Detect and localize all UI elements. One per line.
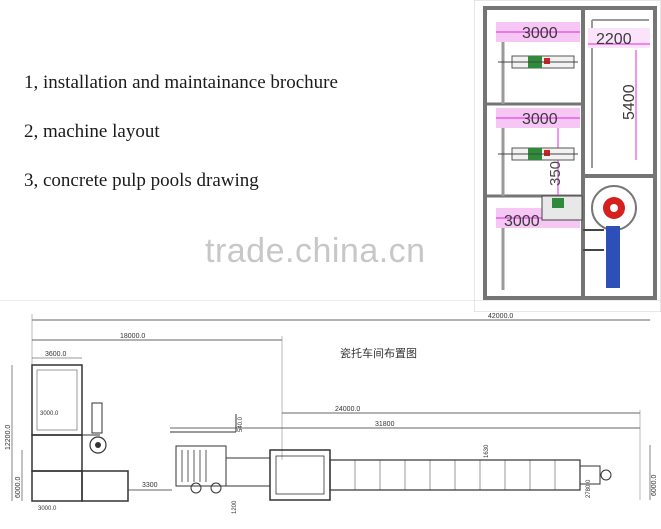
- dimension-label: 18000.0: [120, 333, 145, 340]
- vacuum-pump: [210, 482, 222, 494]
- burner-fan: [600, 469, 612, 481]
- list-item-brochure: 1, installation and maintainance brochur…: [24, 72, 338, 93]
- layout-title: 瓷托车间布置图: [340, 346, 417, 360]
- pool-block: [31, 434, 83, 472]
- dimension-label: 3000.0: [38, 506, 57, 512]
- burner: [579, 465, 601, 485]
- machine-unit-red: [544, 150, 550, 156]
- dimension-label: 540.0: [238, 416, 244, 432]
- dimension-label: 3000: [504, 213, 540, 230]
- dimension-label: 3600.0: [45, 351, 67, 358]
- dimension-label: 5400: [621, 84, 638, 120]
- pool-outer-wall: [483, 6, 657, 300]
- list-item-layout: 2, machine layout: [24, 121, 160, 142]
- machine-layout-drawing: 瓷托车间布置图 42000.0 18000.0 3600.0 3000.0 12…: [0, 300, 661, 514]
- blue-unit: [606, 226, 620, 288]
- dryer-frame: [269, 449, 331, 501]
- dimension-label: 2780.0: [586, 479, 592, 498]
- pump-wheel: [89, 436, 107, 454]
- watermark: trade.china.cn: [205, 232, 426, 270]
- dimension-band: [588, 28, 650, 48]
- pool-block: [31, 470, 83, 502]
- dimension-label: 3000: [522, 111, 558, 128]
- dimension-label: 31800: [375, 421, 395, 428]
- dimension-label: 1200: [232, 500, 238, 514]
- dimension-label: 3300: [142, 482, 158, 489]
- dimension-label: 6000.0: [15, 476, 22, 498]
- drying-line-segments: [354, 460, 556, 490]
- list-item-pools: 3, concrete pulp pools drawing: [24, 170, 259, 191]
- dimension-label: 2200: [596, 31, 632, 48]
- transfer-unit: [225, 457, 271, 487]
- vacuum-pump: [190, 482, 202, 494]
- dimension-label: 3000: [522, 25, 558, 42]
- dimension-label: 3500: [547, 153, 564, 186]
- pool-block: [36, 369, 78, 431]
- dimension-label: 24000.0: [335, 406, 360, 413]
- dimension-label: 1630: [484, 444, 490, 458]
- dimension-label: 42000.0: [488, 313, 513, 320]
- machine-unit-red: [544, 58, 550, 64]
- dimension-label: 6000.0: [651, 474, 658, 496]
- pump-core: [610, 204, 618, 212]
- dryer-frame: [275, 455, 325, 495]
- machine-unit-green: [552, 198, 564, 208]
- forming-machine: [175, 445, 227, 487]
- pool-block: [81, 470, 129, 502]
- pool-block: [31, 364, 83, 436]
- pool-plan-drawing: 3000 2200 5400 3000 3500 3000: [474, 0, 661, 312]
- forming-heads: [181, 450, 207, 482]
- dimension-label: 12200.0: [5, 425, 12, 450]
- machine-tank: [91, 402, 103, 434]
- dimension-label: 3000.0: [40, 411, 59, 417]
